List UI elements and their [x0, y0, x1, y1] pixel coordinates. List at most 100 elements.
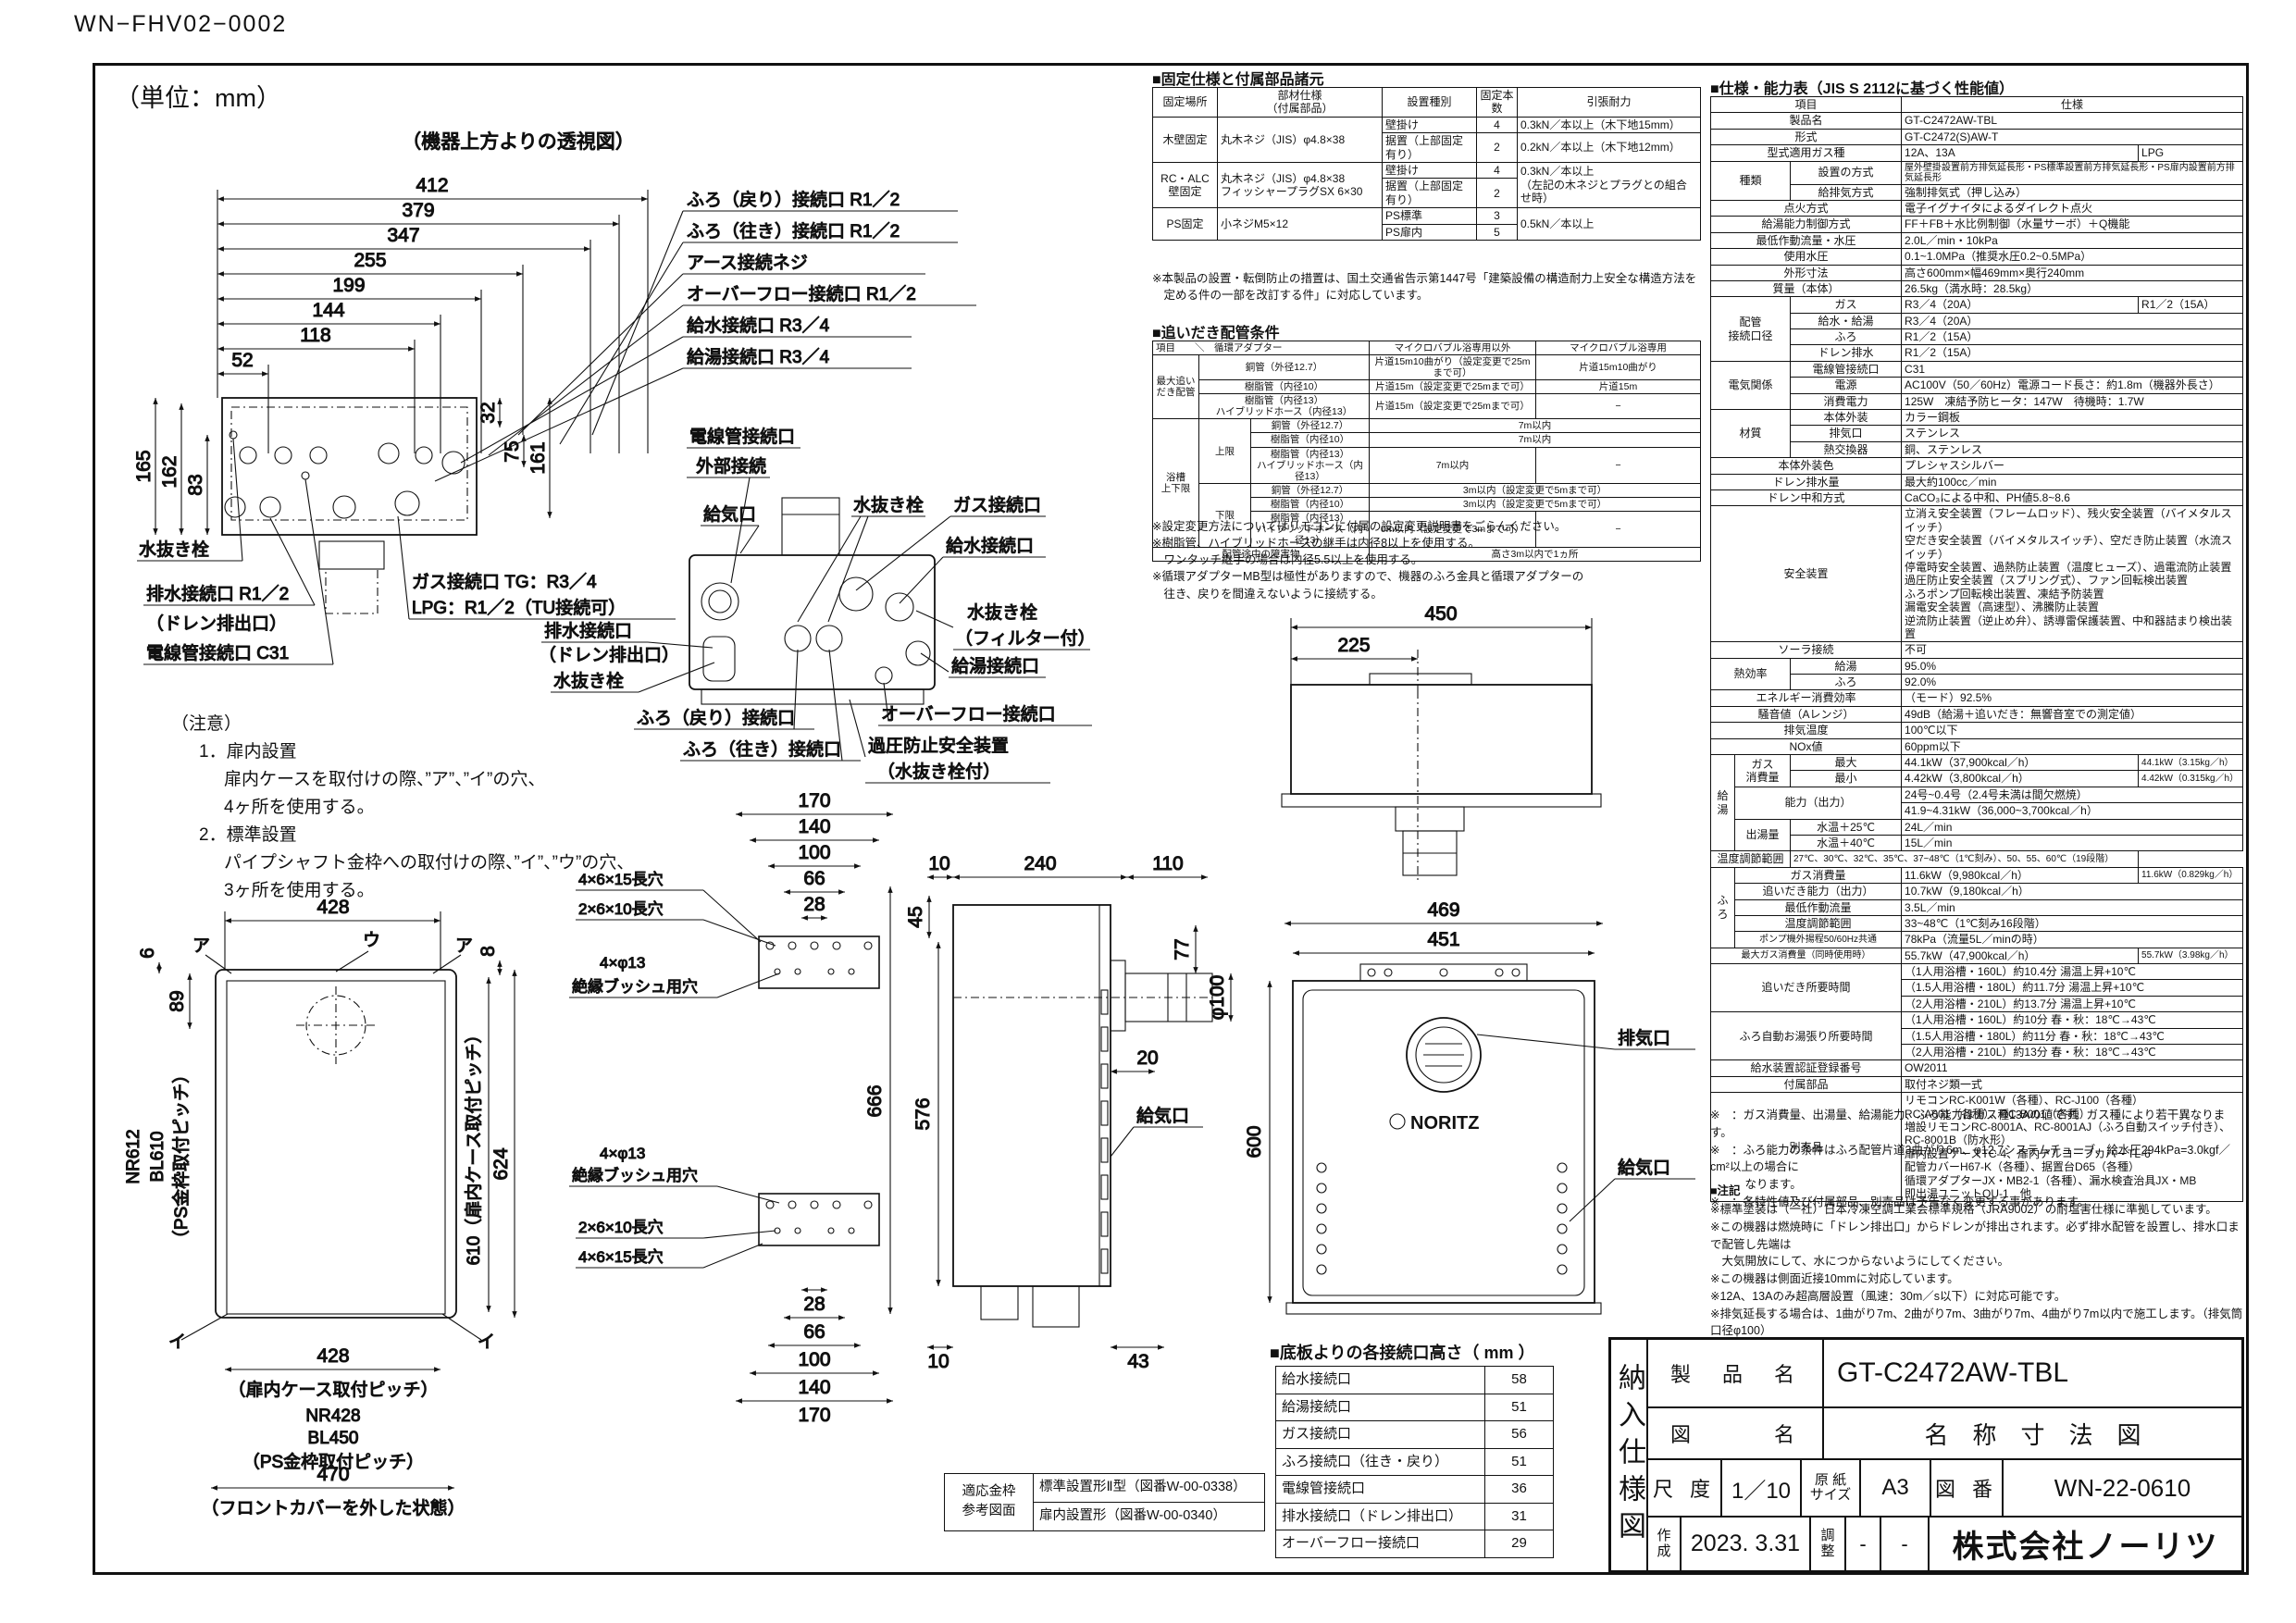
part-label: 給気口 [703, 504, 756, 525]
table-cell: C31 [1901, 360, 2244, 378]
table-cell: 29 [1484, 1530, 1554, 1558]
note-line: 4ヶ所を使用する。 [224, 797, 375, 817]
dim-label: 118 [300, 325, 330, 346]
part-label: 外部接続 [696, 456, 766, 477]
table-cell: 本体外装色 [1709, 457, 1903, 475]
table-cell: 点火方式 [1709, 199, 1903, 217]
part-label: 電線管接続口 [689, 427, 795, 447]
table-cell: ドレン中和方式 [1709, 489, 1903, 507]
table-cell: 10.7kW（9,180kcal／h） [1901, 883, 2244, 900]
table-row: 固定場所部材仕様 （付属部品）設置種別固定本数引張耐力 [1152, 87, 1701, 118]
table-cell: 26.5kg（満水時：28.5kg） [1901, 279, 2244, 298]
table-cell: 上限 [1198, 418, 1251, 484]
table-cell: R1／2（15A） [2138, 296, 2244, 314]
table-cell: 追いだき能力（出力） [1733, 883, 1903, 900]
table-row: 安全装置立消え安全装置（フレームロッド）、残火安全装置（バイメタルスイッチ） 空… [1709, 505, 2244, 643]
note-line: ※設定変更方法についてはリモコンに付属の設定変更説明書をごらんください。 [1152, 520, 1567, 533]
table-cell: 24L／min [1901, 818, 2244, 836]
dim-label: 624 [490, 1147, 512, 1180]
dim-label: 20 [1136, 1047, 1158, 1069]
table-cell: R1／2（15A） [1901, 344, 2244, 362]
dim-label: 83 [185, 474, 206, 495]
table-cell: 電源 [1789, 377, 1903, 394]
side-view: 10 240 110 45 77 φ100 [863, 852, 1234, 1373]
document-code: WN−FHV02−0002 [74, 11, 288, 37]
table-cell: 使用水圧 [1709, 248, 1903, 266]
table-cell: 樹脂管（内径13） ハイブリッドホース（内径13） [1249, 510, 1371, 549]
table-cell: 2 [1476, 178, 1518, 209]
table-cell: 銅管（外径12.7） [1249, 418, 1371, 434]
table-cell: ポンプ機外揚程50/60Hz共通 [1733, 931, 1903, 948]
table-cell: 100℃以下 [1901, 722, 2244, 739]
dim-label: 666 [864, 1084, 886, 1117]
part-label: 給気口 [1136, 1106, 1189, 1126]
sheet-border [93, 63, 2249, 1575]
table-cell: （2人用浴槽・210L）約13.7分 湯温上昇+10℃ [1901, 995, 2244, 1013]
table-cell: 小ネジM5×12 [1217, 207, 1383, 241]
pitch-label: BL610 [148, 1132, 168, 1183]
frame-front-view: 428 ア ウ ア 6 89 8 NR612 [123, 896, 517, 1519]
part-label: 水抜き栓 [553, 671, 624, 691]
table-cell: 部材仕様 （付属部品） [1217, 87, 1383, 118]
table-cell: 55.7kW（3.98kg／h） [2138, 947, 2244, 965]
part-label: ふろ（戻り）接続口 [637, 708, 795, 728]
table-cell: R3／4（20A） [1901, 312, 2244, 330]
dim-label: 110 [1152, 853, 1183, 874]
hole-type-label: 4×6×15長穴 [578, 1248, 664, 1266]
table-cell: 0.5kN／本以上 [1517, 207, 1701, 241]
part-label: 水抜き栓 [853, 495, 924, 515]
table-cell: 最大 [1789, 754, 1903, 772]
table-cell: 水温＋25℃ [1789, 818, 1903, 836]
note-line: ※ ：ガス消費量、出湯量、給湯能力、ふろ能力はガス種13Aの値です。ガス種により… [1710, 1109, 2226, 1139]
dim-label: 225 [1337, 635, 1370, 656]
connection-labels: ふろ（戻り）接続口 R1／2 ふろ（往き）接続口 R1／2 アース接続ネジ オー… [434, 189, 976, 482]
table-cell: 安全装置 [1709, 505, 1903, 643]
table-cell: （1.5人用浴槽・180L）約11分 春・秋：18℃→43℃ [1901, 1027, 2244, 1046]
table-cell: ふろ自動お湯張り所要時間 [1709, 1011, 1903, 1061]
table-row: 追いだき所要時間（1人用浴槽・160L）約10.4分 湯温上昇+10℃ [1709, 963, 2244, 1013]
table-row: 項目仕様 [1709, 95, 2244, 114]
table-cell: 配管 接続口径 [1710, 296, 1791, 362]
note-line: ※標準塗装は（一社）日本冷凍空調工業会標準規格（JRA9002）の耐塩害仕様に準… [1710, 1203, 2217, 1216]
table-cell: 0.3kN／本以上（木下地15mm） [1517, 116, 1701, 134]
note-line: ※循環アダプターMB型は極性がありますので、機器のふろ金具と循環アダプターの [1152, 570, 1584, 584]
part-label: ふろ（往き）接続口 R1／2 [687, 221, 900, 242]
note-line: ※ ：ふろ能力の条件はふろ配管片道3曲がり6m、φ12.7システムチューブ、給水… [1710, 1143, 2230, 1174]
scale-value: 1／10 [1722, 1460, 1802, 1516]
table-cell: マイクロバブル浴専用以外 [1369, 340, 1537, 356]
part-label: オーバーフロー接続口 [881, 704, 1056, 725]
table-cell: 31 [1484, 1502, 1554, 1530]
table-cell: 高さ600mm×幅469mm×奥行240mm [1901, 264, 2244, 281]
table-cell: 95.0% [1901, 657, 2244, 675]
table-cell: PS固定 [1152, 207, 1218, 241]
table-cell: 3.5L／min [1901, 898, 2244, 916]
table-cell: 電線管接続口 [1275, 1475, 1485, 1504]
pitch-label: BL450 [308, 1429, 359, 1448]
table-cell: 壁掛け [1382, 116, 1477, 134]
table-cell: 製品名 [1709, 112, 1903, 130]
table-cell: 0.1~1.0MPa（推奨水圧0.2~0.5MPa） [1901, 248, 2244, 266]
table-cell: 排気口 [1789, 425, 1903, 442]
table-cell: 7m以内 [1369, 418, 1702, 434]
table-row: 項目 ＼ 循環アダプターマイクロバブル浴専用以外マイクロバブル浴専用 [1151, 340, 1702, 356]
table-cell: 給湯 [1789, 657, 1903, 675]
table-cell: 銅管（外径12.7） [1249, 482, 1371, 498]
table-cell: − [1535, 510, 1702, 549]
pitch-label: 610（扉内ケース取付ピッチ） [464, 1026, 484, 1266]
hole-label: イ [478, 1332, 495, 1352]
part-label: 過圧防止安全装置 [868, 736, 1009, 756]
table-row: 最大ガス消費量（同時使用時）55.7kW（47,900kcal／h）55.7kW… [1709, 947, 2244, 965]
underside-view: 電線管接続口 外部接続 給気口 水抜き栓 ガス接続口 給水接続口 水抜き栓 （フ… [538, 426, 1096, 784]
table-cell: NOx値 [1709, 737, 1903, 756]
table-cell: ふろ [1789, 674, 1903, 691]
